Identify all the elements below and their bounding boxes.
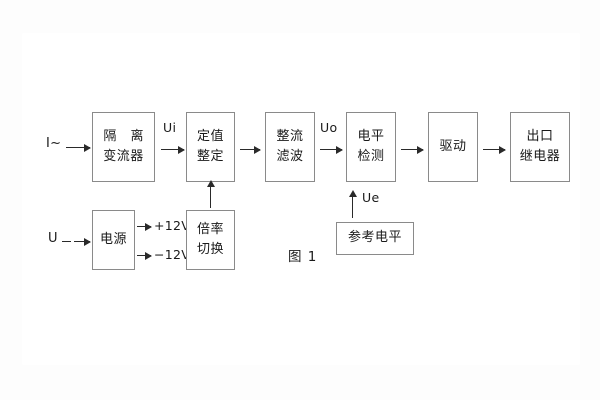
block-isolation-line1: 隔 离 [103, 128, 149, 144]
diagram-panel [22, 33, 580, 365]
arrow-input-to-power-supply [74, 237, 91, 246]
rail-positive-label: +12V [154, 218, 191, 233]
block-power-supply: 电源 [92, 210, 135, 270]
block-driver: 驱动 [428, 112, 478, 182]
block-level-detect-line2: 检测 [357, 149, 385, 164]
block-multiplier-switch-line2: 切换 [196, 242, 224, 257]
block-level-detect-line1: 电平 [357, 128, 385, 144]
current-input-label: I~ [46, 136, 62, 151]
block-reference-level: 参考电平 [336, 222, 414, 255]
arrow-rectifier-to-level-detect [320, 145, 343, 154]
block-rectifier-line2: 滤波 [276, 149, 304, 164]
arrow-driver-to-output-relay [483, 145, 506, 154]
block-reference-level-line1: 参考电平 [347, 230, 402, 246]
signal-label-ue: Ue [362, 190, 380, 205]
figure-caption: 图 1 [288, 249, 318, 265]
signal-label-ui: Ui [163, 120, 177, 135]
arrow-input-to-isolation [66, 143, 91, 152]
block-power-supply-line1: 电源 [99, 231, 127, 247]
block-rectifier-filter: 整流 滤波 [265, 112, 315, 182]
block-multiplier-switch: 倍率 切换 [186, 210, 235, 270]
block-output-relay-line2: 继电器 [519, 149, 561, 164]
arrow-setpoint-to-rectifier [240, 145, 261, 154]
block-level-detect: 电平 检测 [346, 112, 396, 182]
arrow-isolation-to-setpoint [161, 145, 185, 154]
block-setpoint-line2: 整定 [196, 149, 224, 164]
block-driver-line1: 驱动 [439, 138, 467, 154]
arrow-reference-to-level-detect [348, 190, 357, 218]
block-multiplier-switch-line1: 倍率 [196, 221, 224, 237]
block-output-relay: 出口 继电器 [510, 112, 570, 182]
block-setpoint-line1: 定值 [196, 128, 224, 144]
block-output-relay-line1: 出口 [526, 128, 554, 144]
lead-input-dash [62, 241, 71, 242]
arrow-rail-negative [137, 251, 152, 260]
rail-negative-label: −12V [154, 247, 191, 262]
signal-label-uo: Uo [320, 120, 338, 135]
arrow-rail-positive [137, 222, 152, 231]
block-isolation-line2: 变流器 [103, 149, 144, 164]
block-rectifier-line1: 整流 [276, 128, 304, 144]
block-setpoint: 定值 整定 [186, 112, 235, 182]
arrow-level-detect-to-driver [401, 145, 424, 154]
block-isolation: 隔 离 变流器 [92, 112, 155, 182]
arrow-multiplier-to-setpoint [206, 180, 215, 208]
voltage-input-label: U [48, 231, 58, 246]
